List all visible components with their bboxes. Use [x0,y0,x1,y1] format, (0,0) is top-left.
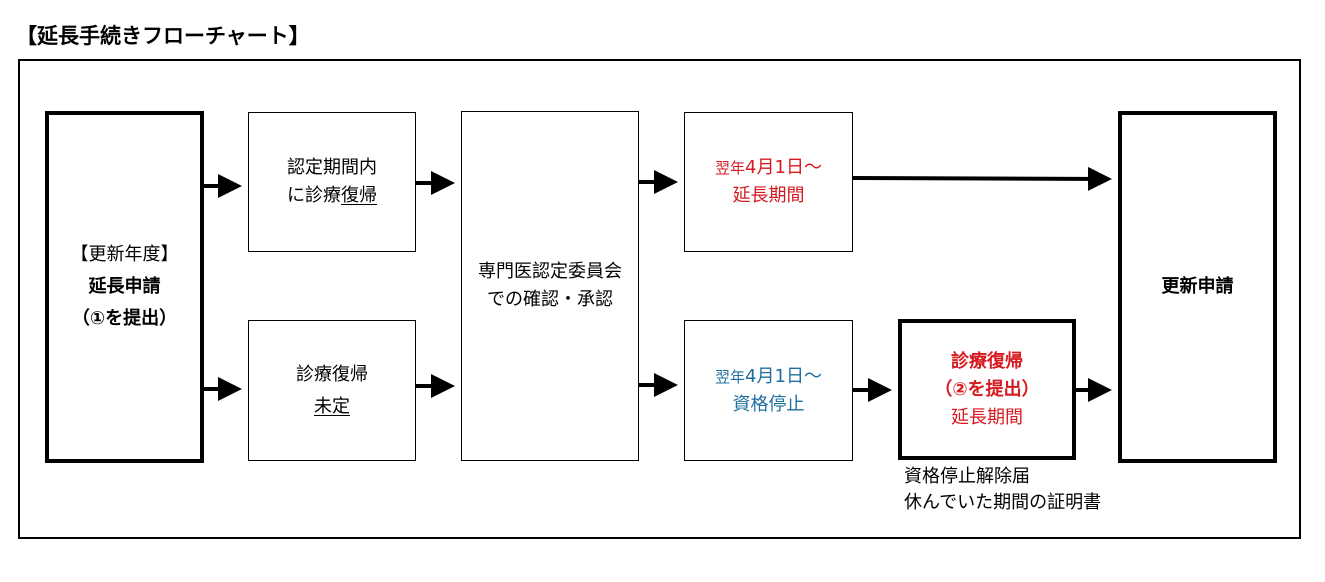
extension-period-line2: 延長期間 [732,185,805,206]
flowchart-frame [18,59,1301,539]
extension-period-next-year: 翌年 [715,159,746,177]
return-to-practice-box: 診療復帰 （②を提出） 延長期間 [898,319,1076,460]
extension-request-submit: （①を提出） [71,308,178,329]
return-practice-line2: （②を提出） [934,378,1040,400]
extension-period-date: 4月1日～ [745,157,822,178]
return-undetermined-line1: 診療復帰 [296,363,368,385]
qualification-suspension-box: 翌年4月1日～ 資格停止 [684,320,853,461]
extension-request-box: 【更新年度】 延長申請 （①を提出） [45,111,204,463]
extension-period-box: 翌年4月1日～ 延長期間 [684,112,853,252]
return-undetermined-box: 診療復帰 未定 [248,320,416,461]
arrow-extension-to-renewal [852,166,1112,191]
suspension-line2: 資格停止 [732,393,805,415]
return-practice-line1: 診療復帰 [951,350,1023,372]
returned-within-line1: 認定期間内 [287,157,377,178]
renewal-request-box: 更新申請 [1118,111,1277,463]
required-documents-note: 資格停止解除届 休んでいた期間の証明書 [904,464,1101,516]
committee-approval-box: 専門医認定委員会 での確認・承認 [461,111,639,461]
extension-period-line1: 翌年4月1日～ [715,154,822,182]
returned-within-period-box: 認定期間内 に診療復帰 [248,112,416,252]
renewal-label: 更新申請 [1161,276,1234,297]
suspension-date: 4月1日～ [745,365,822,387]
returned-within-line2-text: に診療 [287,185,341,206]
returned-within-line2: に診療復帰 [287,182,377,210]
page-title: 【延長手続きフローチャート】 [16,24,310,48]
extension-request-label: 延長申請 [88,276,161,297]
suspension-next-year: 翌年 [715,367,746,386]
committee-line1: 専門医認定委員会 [478,261,622,282]
note-line1: 資格停止解除届 [904,466,1030,487]
return-undetermined-line2: 未定 [314,395,350,417]
return-practice-line3: 延長期間 [951,406,1023,428]
extension-request-year: 【更新年度】 [70,244,179,265]
suspension-line1: 翌年4月1日～ [715,363,822,391]
returned-within-line2-underlined: 復帰 [341,185,377,206]
committee-line2: での確認・承認 [487,289,613,310]
note-line2: 休んでいた期間の証明書 [904,492,1102,513]
